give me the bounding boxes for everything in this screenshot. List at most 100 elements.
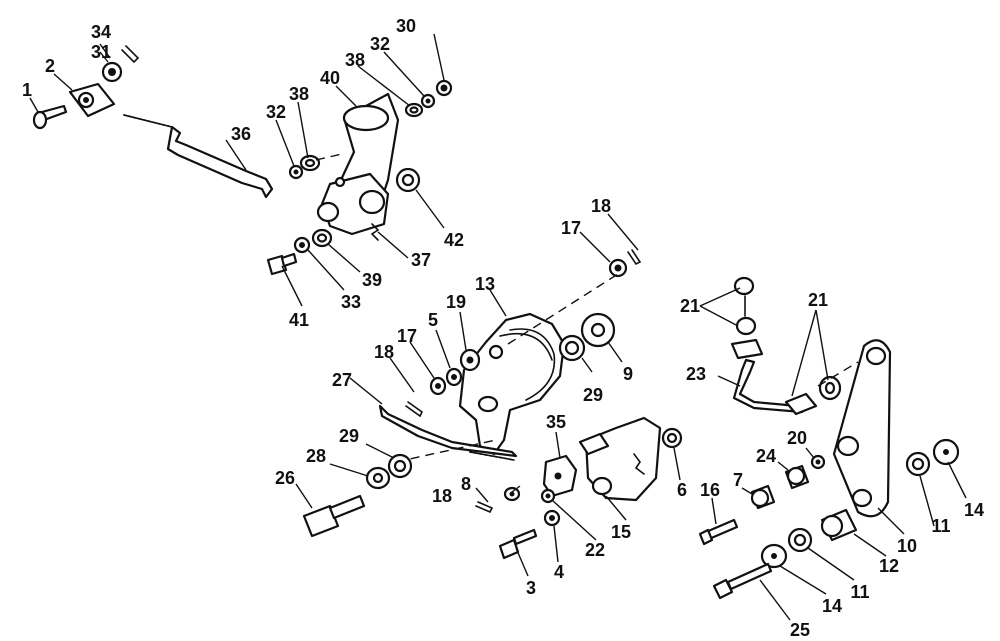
part-13-throttle-cam bbox=[458, 312, 566, 456]
callout-26: 26 bbox=[275, 468, 295, 488]
part-24-bushing bbox=[784, 464, 810, 490]
part-41-bolt bbox=[266, 252, 298, 276]
callout-27: 27 bbox=[332, 370, 352, 390]
part-32-washer-left bbox=[288, 164, 304, 180]
callout-2: 2 bbox=[45, 56, 55, 76]
callout-18: 18 bbox=[432, 486, 452, 506]
part-19-nut bbox=[459, 348, 481, 372]
callout-14: 14 bbox=[822, 596, 842, 616]
part-17-washer-lower bbox=[429, 376, 447, 396]
callout-13: 13 bbox=[475, 274, 495, 294]
part-35-clamp bbox=[542, 454, 578, 498]
part-21-fitting-top bbox=[730, 276, 764, 360]
part-11-spacer-lower bbox=[787, 527, 813, 553]
part-25-bolt bbox=[712, 562, 773, 600]
part-1-screw bbox=[32, 104, 68, 130]
part-15-bracket bbox=[578, 416, 662, 502]
part-26-shoulder-bolt bbox=[302, 494, 366, 538]
callout-11: 11 bbox=[850, 582, 869, 602]
part-28-washer bbox=[365, 466, 391, 490]
callout-29: 29 bbox=[339, 426, 359, 446]
part-4-washer bbox=[543, 509, 561, 527]
callout-32: 32 bbox=[370, 34, 390, 54]
callout-3: 3 bbox=[526, 578, 536, 598]
dashed-axis-10 bbox=[817, 361, 859, 387]
part-17-washer-upper bbox=[608, 258, 628, 278]
part-18-cotter-pin-lower bbox=[475, 501, 494, 514]
callout-21: 21 bbox=[808, 290, 828, 310]
callout-17: 17 bbox=[561, 218, 581, 238]
callout-23: 23 bbox=[686, 364, 706, 384]
part-29-bushing-upper bbox=[558, 334, 586, 362]
callout-29: 29 bbox=[583, 385, 603, 405]
callout-37: 37 bbox=[411, 250, 431, 270]
callout-labels: 1 2 34 31 36 32 38 40 38 32 30 42 37 39 … bbox=[22, 16, 984, 640]
callout-19: 19 bbox=[446, 292, 466, 312]
callout-41: 41 bbox=[289, 310, 309, 330]
part-38-bushing-left bbox=[299, 154, 321, 172]
part-18-cotter-pin-mid bbox=[405, 401, 424, 418]
callout-40: 40 bbox=[320, 68, 340, 88]
part-42-washer bbox=[395, 167, 421, 193]
part-14-washer-upper bbox=[932, 438, 960, 466]
callout-8: 8 bbox=[461, 474, 471, 494]
part-7-spacer bbox=[750, 484, 776, 510]
callout-38: 38 bbox=[289, 84, 309, 104]
part-40-bellcrank-arm bbox=[315, 92, 400, 236]
callout-21: 21 bbox=[680, 296, 700, 316]
leader-lines bbox=[29, 33, 967, 621]
callout-32: 32 bbox=[266, 102, 286, 122]
part-32-washer-right bbox=[420, 93, 436, 109]
part-27-control-rod bbox=[378, 404, 518, 461]
part-2-rod-end bbox=[68, 82, 116, 118]
part-36-throttle-link bbox=[123, 114, 274, 199]
part-30-nut bbox=[435, 79, 453, 97]
part-16-bolt bbox=[698, 518, 739, 546]
callout-16: 16 bbox=[700, 480, 720, 500]
part-10-lever bbox=[832, 339, 892, 518]
callout-12: 12 bbox=[879, 556, 899, 576]
part-37-clip bbox=[370, 223, 380, 241]
callout-33: 33 bbox=[341, 292, 361, 312]
part-11-spacer-upper bbox=[905, 451, 931, 477]
part-31-nut bbox=[101, 61, 123, 83]
part-20-washer bbox=[810, 454, 826, 470]
callout-35: 35 bbox=[546, 412, 566, 432]
dashed-axis-27 bbox=[395, 439, 497, 463]
part-18-cotter-pin-upper bbox=[627, 249, 642, 266]
callout-9: 9 bbox=[623, 364, 633, 384]
callout-10: 10 bbox=[897, 536, 917, 556]
callout-34: 34 bbox=[91, 22, 111, 42]
part-21-fitting-right bbox=[784, 375, 842, 416]
part-22-nut bbox=[540, 488, 556, 504]
callout-38: 38 bbox=[345, 50, 365, 70]
callout-28: 28 bbox=[306, 446, 326, 466]
callout-24: 24 bbox=[756, 446, 776, 466]
callout-4: 4 bbox=[554, 562, 564, 582]
callout-17: 17 bbox=[397, 326, 417, 346]
part-5-washer bbox=[445, 367, 463, 387]
callout-22: 22 bbox=[585, 540, 605, 560]
callout-18: 18 bbox=[374, 342, 394, 362]
part-6-spacer bbox=[661, 427, 683, 449]
part-14-washer-lower bbox=[760, 543, 788, 569]
callout-42: 42 bbox=[444, 230, 464, 250]
callout-14: 14 bbox=[964, 500, 984, 520]
part-29-bushing-lower bbox=[387, 453, 413, 479]
callout-5: 5 bbox=[428, 310, 438, 330]
part-8-washer bbox=[503, 486, 521, 502]
callout-6: 6 bbox=[677, 480, 687, 500]
part-33-washer bbox=[293, 236, 311, 254]
callout-36: 36 bbox=[231, 124, 251, 144]
callout-11: 11 bbox=[931, 516, 950, 536]
part-9-washer bbox=[580, 312, 616, 348]
part-12-sleeve bbox=[820, 508, 858, 542]
part-38-bushing-right bbox=[404, 102, 424, 118]
callout-39: 39 bbox=[362, 270, 382, 290]
callout-18: 18 bbox=[591, 196, 611, 216]
callout-1: 1 bbox=[22, 80, 32, 100]
part-34-cotter-pin bbox=[121, 45, 140, 64]
callout-20: 20 bbox=[787, 428, 807, 448]
callout-25: 25 bbox=[790, 620, 810, 640]
